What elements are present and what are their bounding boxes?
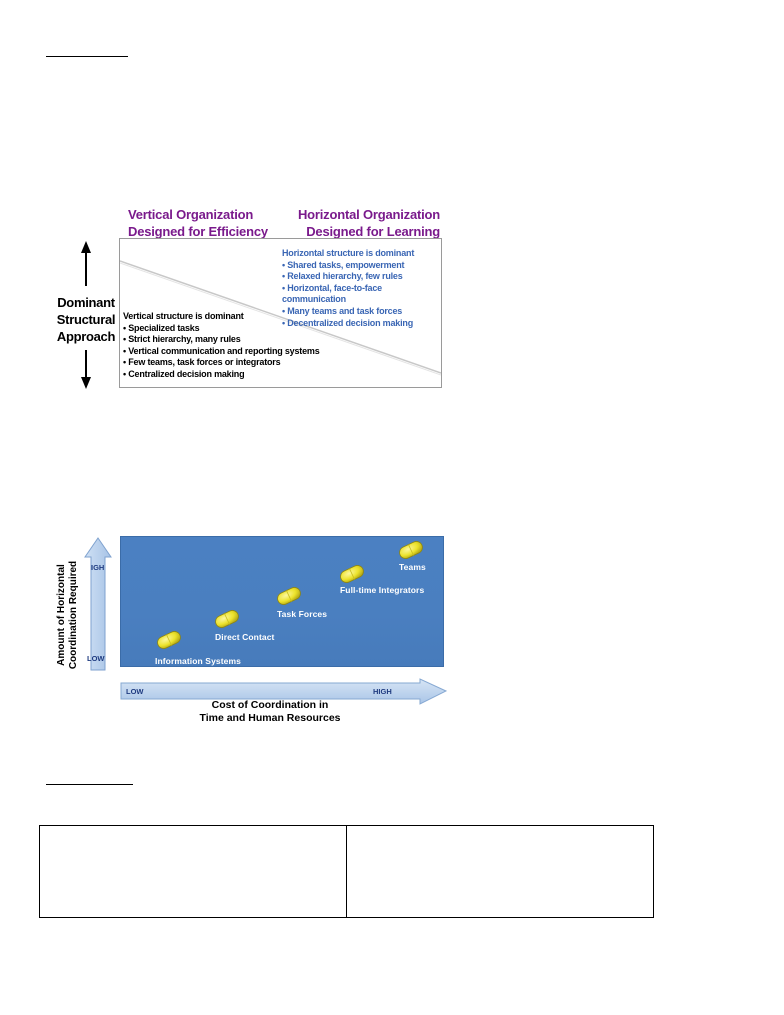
list-item: • Relaxed hierarchy, few rules (282, 271, 403, 282)
list-item: • Vertical communication and reporting s… (123, 345, 320, 356)
list-item: • Centralized decision making (123, 368, 245, 379)
vertical-structure-list: Vertical structure is dominant • Special… (123, 311, 320, 381)
list-item: communication (282, 294, 346, 305)
list-item: • Horizontal, face-to-face (282, 282, 382, 293)
y-axis-arrow-icon (84, 537, 112, 671)
comparison-table (39, 825, 654, 918)
y-axis-low-label: LOW (87, 654, 105, 663)
x-axis-low-label: LOW (126, 687, 144, 696)
list-item: • Shared tasks, empowerment (282, 259, 405, 270)
horizontal-structure-list: Horizontal structure is dominant • Share… (282, 248, 414, 329)
list-item: • Decentralized decision making (282, 317, 413, 328)
pill-icon (340, 565, 364, 583)
structural-approach-label: Dominant Structural Approach (56, 295, 116, 344)
mechanism-label: Full-time Integrators (340, 585, 425, 595)
table-cell-right (346, 826, 653, 917)
heading-underline-bottom (46, 784, 133, 785)
mechanism-label: Task Forces (277, 609, 328, 619)
list-item: • Specialized tasks (123, 322, 200, 333)
mechanism-label: Teams (399, 562, 426, 572)
mechanism-label: Information Systems (155, 656, 241, 666)
list-item: Vertical structure is dominant (123, 311, 244, 321)
y-axis-title: Amount of Horizontal Coordination Requir… (56, 560, 79, 670)
diagonal-divider (120, 260, 441, 376)
list-item: • Few teams, task forces or integrators (123, 357, 281, 368)
list-item: Horizontal structure is dominant (282, 248, 415, 258)
table-cell-left (40, 826, 346, 917)
mechanism-label: Direct Contact (215, 632, 275, 642)
pill-icon (215, 610, 239, 628)
pill-icon (277, 587, 301, 605)
heading-underline-top (46, 56, 128, 57)
x-axis-high-label: HIGH (373, 687, 392, 696)
list-item: • Many teams and task forces (282, 305, 403, 316)
vertical-double-arrow-icon (81, 241, 91, 389)
pill-icon (157, 631, 181, 649)
figure1-right-title: Horizontal Organization Designed for Lea… (297, 207, 440, 239)
pill-icon (399, 541, 423, 559)
structure-diagram-box (119, 238, 442, 388)
figure1-left-title: Vertical Organization Designed for Effic… (128, 207, 268, 239)
x-axis-arrow-icon (120, 678, 447, 705)
y-axis-high-label: IGH (91, 563, 105, 572)
x-axis-title: Cost of Coordination in Time and Human R… (199, 699, 341, 724)
list-item: • Strict hierarchy, many rules (123, 334, 241, 345)
